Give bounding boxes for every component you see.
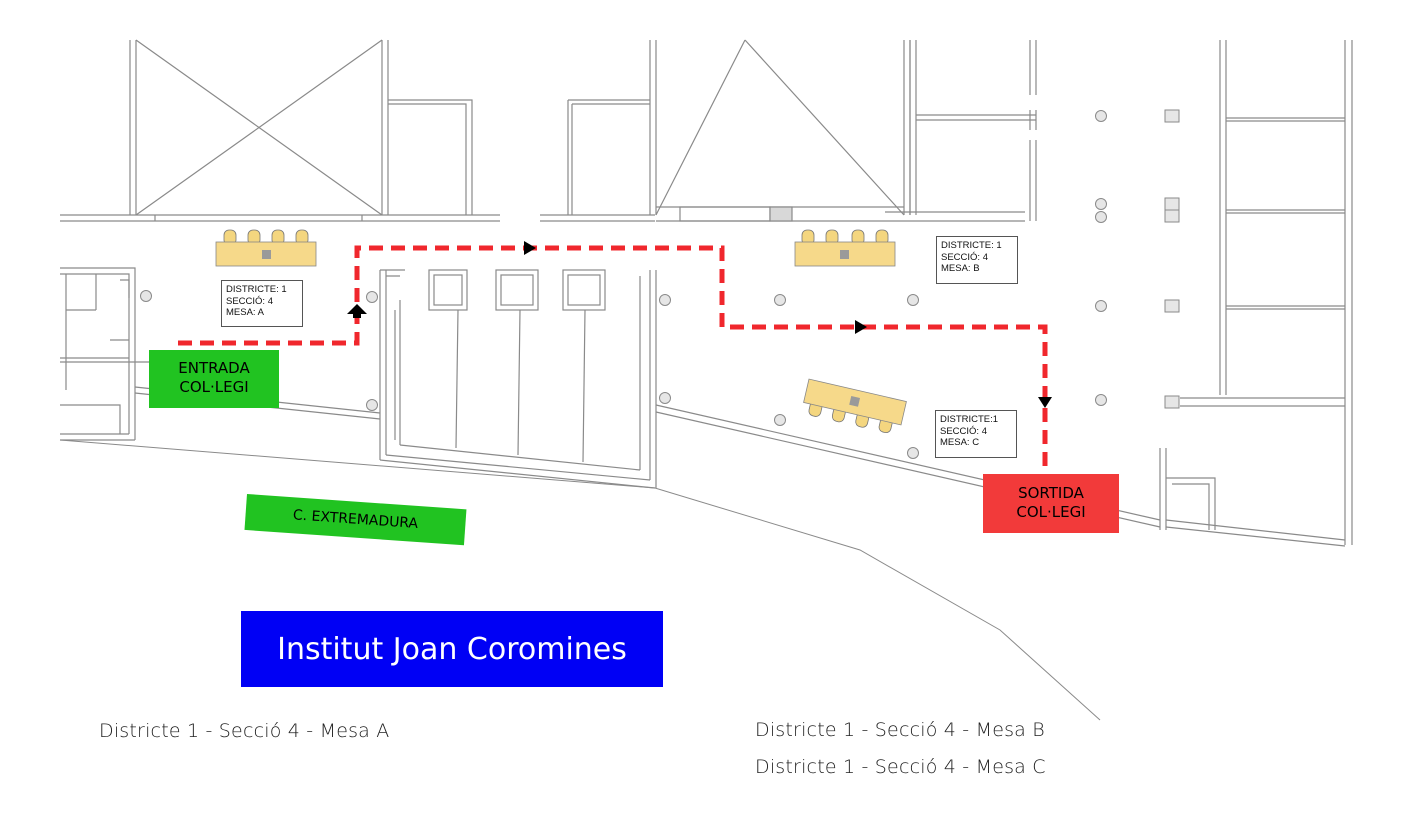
table-b-info: DISTRICTE: 1 SECCIÓ: 4 MESA: B	[936, 236, 1018, 284]
caption-mesa-a: Districte 1 - Secció 4 - Mesa A	[99, 720, 390, 742]
table-b-section: SECCIÓ: 4	[941, 251, 988, 263]
entrance-label: ENTRADA COL·LEGI	[149, 350, 279, 408]
entrance-line1: ENTRADA	[178, 359, 250, 377]
table-a-district: DISTRICTE: 1	[226, 284, 287, 295]
table-c-section: SECCIÓ: 4	[940, 425, 987, 437]
route-path	[178, 245, 1048, 472]
page-title: Institut Joan Coromines	[241, 611, 663, 687]
street-label-text: C. EXTREMADURA	[292, 507, 419, 532]
table-b-district: DISTRICTE: 1	[941, 240, 1002, 251]
arrow-right-icon	[524, 241, 536, 255]
caption-mesa-b: Districte 1 - Secció 4 - Mesa B	[755, 719, 1045, 741]
table-a-section: SECCIÓ: 4	[226, 295, 273, 307]
table-c-district: DISTRICTE:1	[940, 414, 999, 425]
table-c-mesa: MESA: C	[940, 437, 980, 448]
columns	[140, 109, 1180, 459]
caption-mesa-c: Districte 1 - Secció 4 - Mesa C	[755, 756, 1046, 778]
route-arrows	[347, 241, 1052, 408]
arrow-right-icon	[855, 320, 867, 334]
table-b-furniture	[794, 229, 896, 267]
building-walls	[59, 39, 1353, 721]
table-c-info: DISTRICTE:1 SECCIÓ: 4 MESA: C	[935, 410, 1017, 458]
exit-label: SORTIDA COL·LEGI	[983, 474, 1119, 533]
table-a-info: DISTRICTE: 1 SECCIÓ: 4 MESA: A	[221, 280, 303, 327]
table-a-mesa: MESA: A	[226, 307, 265, 318]
page-title-text: Institut Joan Coromines	[277, 631, 627, 667]
exit-line2: COL·LEGI	[1016, 503, 1086, 521]
arrow-down-icon	[1038, 397, 1052, 408]
table-c-furniture	[803, 378, 907, 434]
arrow-up-icon	[347, 304, 367, 318]
table-a-furniture	[215, 229, 317, 267]
entrance-line2: COL·LEGI	[179, 378, 249, 396]
table-b-mesa: MESA: B	[941, 263, 980, 274]
exit-line1: SORTIDA	[1018, 484, 1084, 502]
